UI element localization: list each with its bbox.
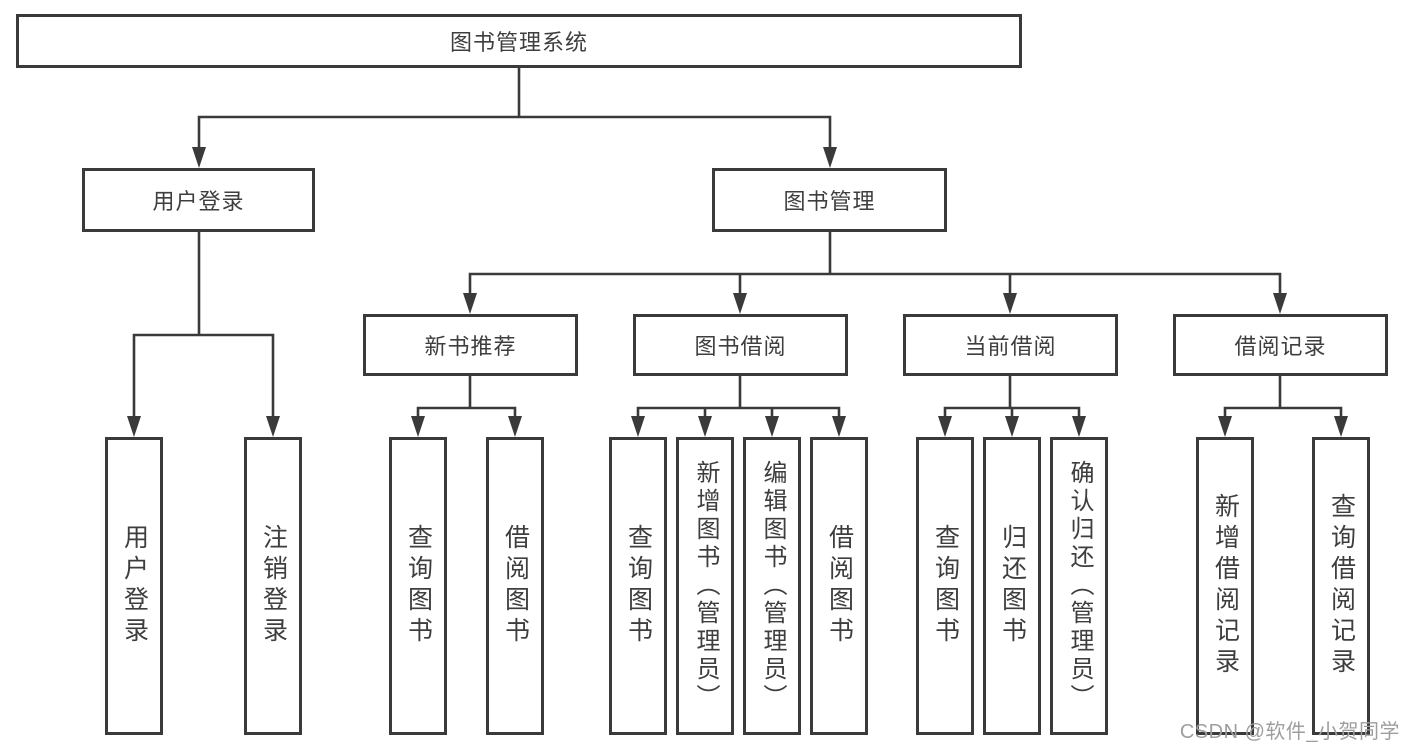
node-user-login: 用户登录	[82, 168, 315, 232]
leaf-query-books-recommend: 查询图书	[389, 437, 447, 735]
leaf-confirm-return-admin: 确认归还（管理员）	[1050, 437, 1108, 735]
leaf-query-borrow-record: 查询借阅记录	[1312, 437, 1370, 735]
csdn-watermark: CSDN @软件_小贺同学	[1179, 721, 1400, 743]
leaf-query-books-borrow: 查询图书	[609, 437, 667, 735]
leaf-add-borrow-record: 新增借阅记录	[1196, 437, 1254, 735]
leaf-add-book-admin: 新增图书（管理员）	[676, 437, 734, 735]
leaf-query-books-current: 查询图书	[916, 437, 974, 735]
node-book-management: 图书管理	[712, 168, 947, 232]
leaf-logout: 注销登录	[244, 437, 302, 735]
node-borrow-records: 借阅记录	[1173, 314, 1388, 376]
leaf-borrow-books: 借阅图书	[810, 437, 868, 735]
leaf-return-book: 归还图书	[983, 437, 1041, 735]
leaf-user-login: 用户登录	[105, 437, 163, 735]
node-book-management-system: 图书管理系统	[16, 14, 1022, 68]
leaf-edit-book-admin: 编辑图书（管理员）	[743, 437, 801, 735]
leaf-borrow-books-recommend: 借阅图书	[486, 437, 544, 735]
node-new-book-recommend: 新书推荐	[363, 314, 578, 376]
node-book-borrow: 图书借阅	[633, 314, 848, 376]
node-current-borrow: 当前借阅	[903, 314, 1118, 376]
